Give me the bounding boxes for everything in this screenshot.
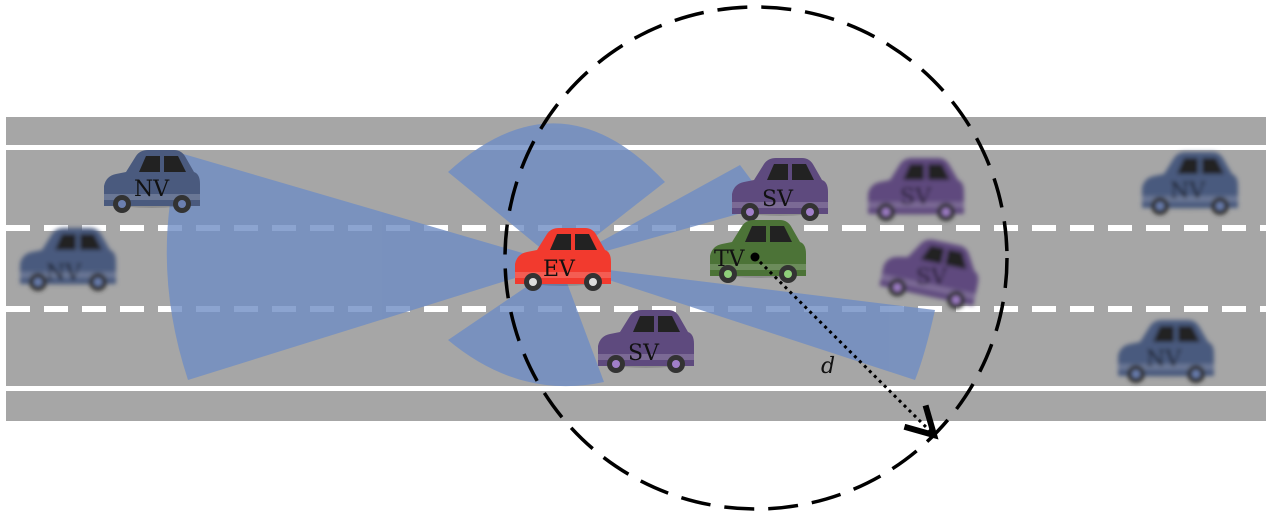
sensor-sector-rear [166,153,560,380]
car-sv-right-mid: SV [878,230,985,309]
car-label: TV [714,247,746,272]
car-label: SV [762,187,794,212]
car-label: NV [1170,179,1206,204]
car-nv-right-top: NV [1142,152,1238,215]
car-nv-top-left: NV [104,150,200,213]
car-nv-mid-left: NV [20,228,116,291]
car-nv-right-bottom: NV [1118,320,1214,383]
sensor-sector-front-right [560,264,935,380]
car-sv-right-top: SV [868,158,964,221]
car-label: NV [46,261,82,286]
interaction-radius-circle [503,5,1009,511]
distance-label: d [821,354,835,379]
sensor-coverage [166,123,935,387]
car-label: NV [1146,347,1182,372]
car-label: SV [900,185,932,210]
car-label: SV [628,341,660,366]
road-edge-bottom [6,386,1266,391]
car-label: EV [543,257,576,282]
car-ev: EV [515,228,611,291]
car-sv-top: SV [732,158,828,221]
sensor-sector-front-up [560,165,770,264]
sensor-sector-front-left [448,123,665,264]
car-label: SV [916,265,948,290]
car-label: NV [134,177,170,202]
car-tv: TV [710,220,806,283]
sensor-sector-rear-right [448,264,604,387]
road-edge-top [6,145,1266,150]
car-sv-bottom: SV [598,310,694,373]
